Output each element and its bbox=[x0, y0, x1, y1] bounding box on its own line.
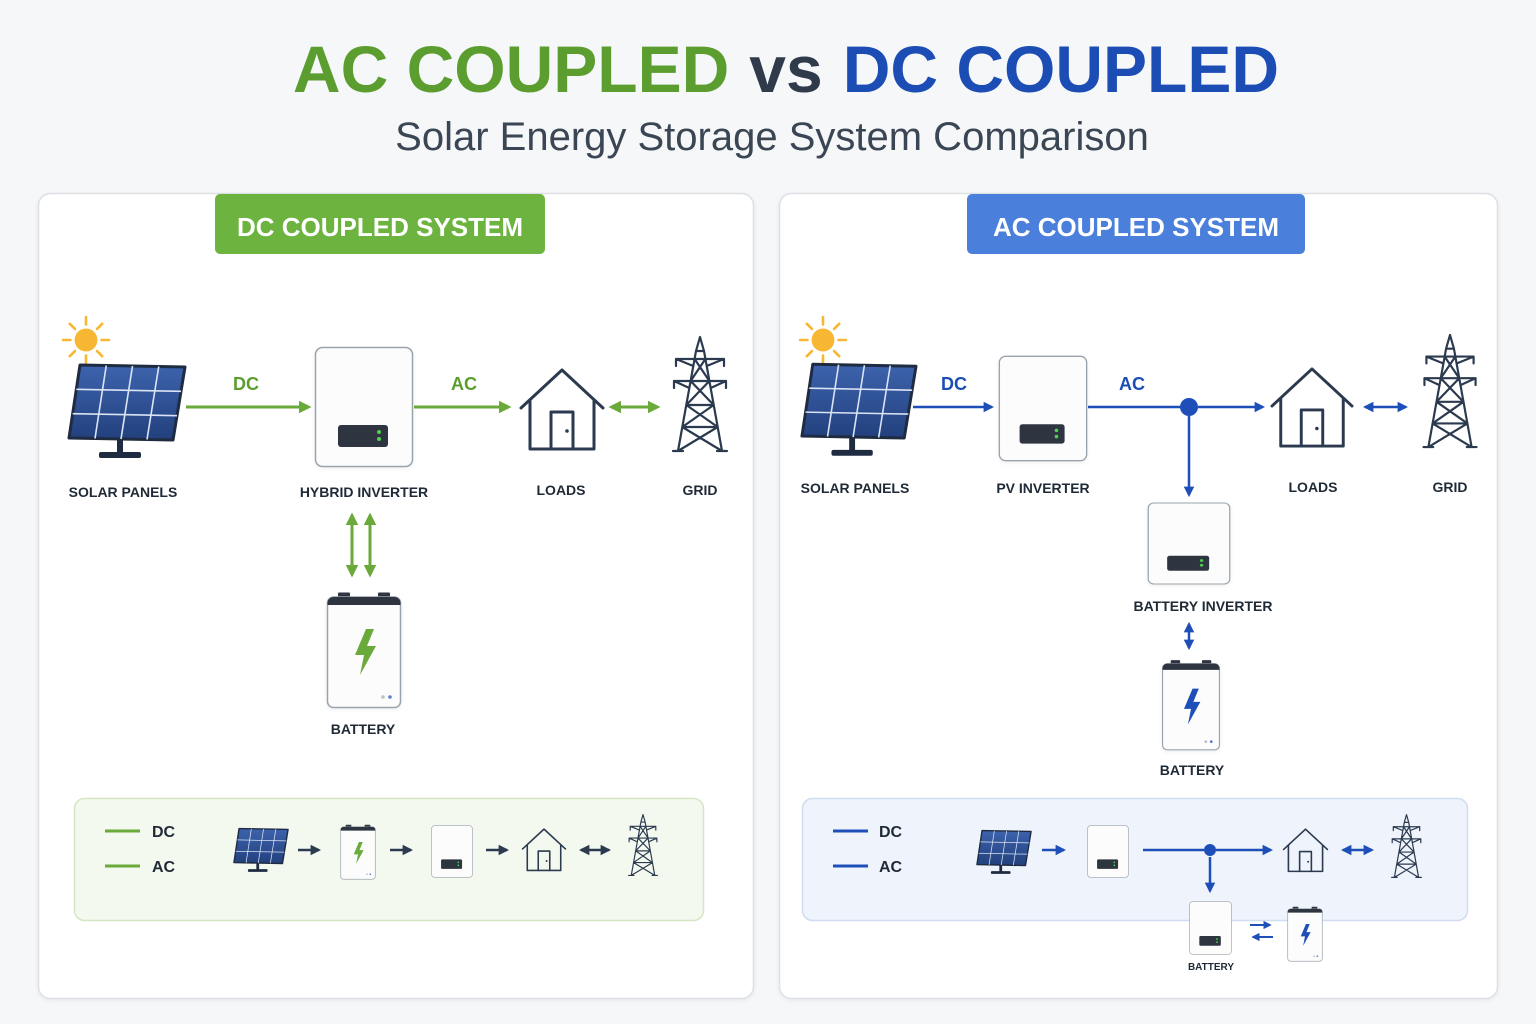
pv-inverter-icon bbox=[998, 355, 1088, 462]
ac-system-header: AC COUPLED SYSTEM bbox=[993, 212, 1279, 242]
dc-flow-label-ac: AC bbox=[451, 374, 477, 394]
dc-grid-label: GRID bbox=[683, 482, 718, 498]
mini-junction-dot bbox=[1204, 844, 1216, 856]
dc-flow-label-dc: DC bbox=[233, 374, 259, 394]
mini-inverter-icon bbox=[431, 825, 473, 878]
ac-flow-label-dc: DC bbox=[941, 374, 967, 394]
battery-inverter-icon bbox=[1147, 502, 1231, 585]
sun-icon bbox=[798, 315, 848, 365]
ac-junction-dot bbox=[1180, 398, 1198, 416]
dc-system-header: DC COUPLED SYSTEM bbox=[237, 212, 523, 242]
hybrid-inverter-label: HYBRID INVERTER bbox=[300, 484, 428, 500]
dc-solar-panels-label: SOLAR PANELS bbox=[69, 484, 178, 500]
ac-legend-text-ac: AC bbox=[879, 859, 903, 876]
battery-icon bbox=[1161, 659, 1221, 751]
pv-inverter-label: PV INVERTER bbox=[996, 480, 1089, 496]
ac-solar-panels-label: SOLAR PANELS bbox=[801, 480, 910, 496]
title-dc-coupled: DC COUPLED bbox=[843, 32, 1279, 106]
title-ac-coupled: AC COUPLED bbox=[293, 32, 729, 106]
subtitle: Solar Energy Storage System Comparison bbox=[395, 115, 1149, 159]
dc-legend-text-ac: AC bbox=[152, 859, 176, 876]
dc-loads-label: LOADS bbox=[537, 482, 586, 498]
ac-system-badge bbox=[967, 194, 1305, 254]
hybrid-inverter-icon bbox=[314, 346, 414, 468]
dc-coupled-panel: DC COUPLED SYSTEM SOLAR PANELS DC HYBRID… bbox=[37, 192, 755, 1000]
mini-battery-icon bbox=[1287, 906, 1323, 962]
battery-icon bbox=[326, 591, 402, 709]
dc-battery-label: BATTERY bbox=[331, 721, 396, 737]
dc-panel-card bbox=[37, 192, 755, 1000]
battery-inverter-label: BATTERY INVERTER bbox=[1134, 598, 1273, 614]
ac-legend-background bbox=[801, 797, 1469, 922]
mini-battery-icon bbox=[340, 824, 376, 880]
ac-loads-label: LOADS bbox=[1289, 479, 1338, 495]
ac-flow-label-ac: AC bbox=[1119, 374, 1145, 394]
title-vs: vs bbox=[749, 32, 822, 106]
dc-system-badge bbox=[215, 194, 545, 254]
ac-coupled-panel: AC COUPLED SYSTEM SOLAR PANELS DC PV INV… bbox=[778, 192, 1499, 1000]
ac-legend-text-dc: DC bbox=[879, 824, 903, 841]
main-title: AC COUPLED vs DC COUPLED bbox=[293, 32, 1279, 106]
mini-pv-inverter-icon bbox=[1087, 825, 1129, 878]
dc-legend-background bbox=[73, 797, 705, 922]
dc-legend-box: DC AC bbox=[73, 797, 705, 922]
ac-battery-label: BATTERY bbox=[1160, 762, 1225, 778]
ac-legend-box: DC AC BATTERY bbox=[801, 797, 1469, 973]
sun-icon bbox=[61, 315, 111, 365]
ac-panel-card bbox=[778, 192, 1499, 1000]
dc-legend-text-dc: DC bbox=[152, 824, 176, 841]
mini-battery-inverter-icon bbox=[1189, 901, 1232, 955]
mini-battery-label: BATTERY bbox=[1188, 962, 1234, 973]
ac-grid-label: GRID bbox=[1433, 479, 1468, 495]
